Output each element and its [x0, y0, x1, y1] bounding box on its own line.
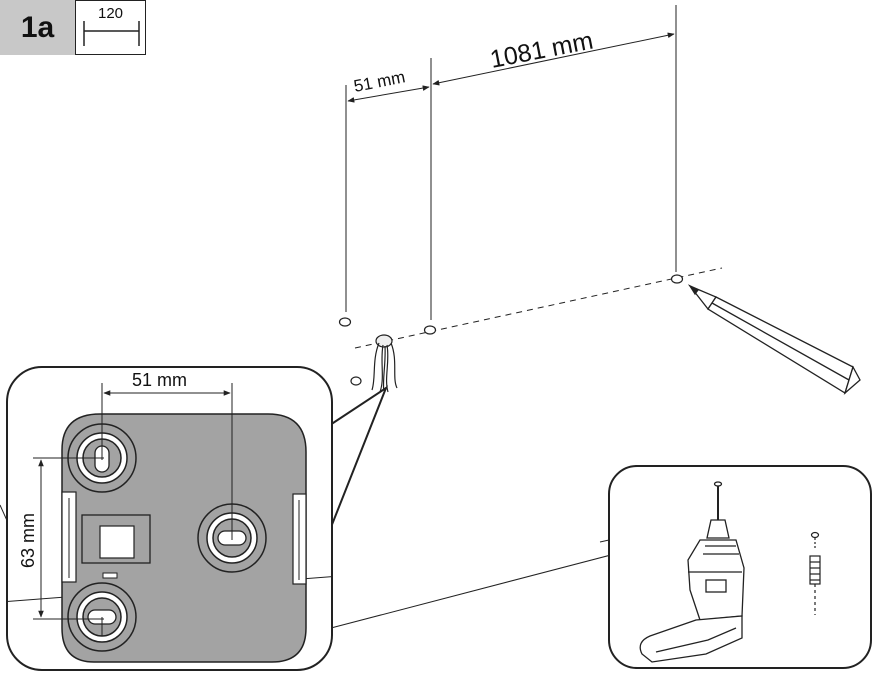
plate-vertical-label: 63 mm: [18, 513, 38, 568]
tool-size-label: 120: [97, 5, 124, 22]
wall-plug-icon: [809, 555, 821, 615]
hole-marker: [423, 325, 437, 335]
drill-inset: [599, 465, 872, 669]
step-label: 1a: [20, 10, 55, 44]
screw-icon: [810, 531, 820, 550]
hole-marker: [350, 376, 362, 386]
dimension-bracket-icon: [83, 21, 140, 46]
tool-size-box: 120: [75, 0, 146, 55]
plumb-lines: [345, 5, 677, 320]
hole-marker: [670, 274, 684, 284]
callout-pointer: [317, 385, 389, 561]
wall-span-arrow: [432, 32, 675, 86]
wall-gap-label: 51 mm: [352, 67, 407, 96]
plate-horizontal-label: 51 mm: [132, 370, 187, 390]
step-badge: 1a: [0, 0, 75, 55]
wall-span-label: 1081 mm: [488, 27, 596, 74]
mounting-plate-inset: 51 mm 63 mm: [6, 366, 333, 671]
pencil-icon: [687, 284, 861, 395]
cable-bundle-icon: [371, 334, 398, 394]
hole-marker: [338, 317, 352, 327]
marking-line: [354, 267, 723, 349]
drill-icon: [639, 481, 745, 663]
hole-markers: [338, 274, 684, 386]
wall-gap-arrow: [347, 85, 430, 103]
